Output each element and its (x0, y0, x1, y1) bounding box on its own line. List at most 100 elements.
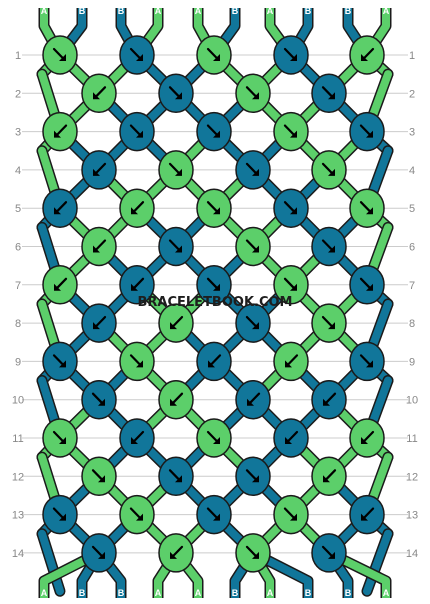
knot-arrowhead-icon (208, 360, 215, 368)
knot-arrowhead-icon (247, 398, 254, 406)
knot-arrowhead-icon (93, 92, 100, 100)
bottom-string-label: B (305, 588, 312, 598)
knot-arrowhead-icon (290, 513, 297, 521)
row-label-left: 1 (15, 50, 21, 62)
row-label-left: 9 (15, 356, 21, 368)
knot-arrowhead-icon (213, 54, 220, 61)
row-label-left: 4 (15, 165, 21, 177)
knot-arrowhead-icon (252, 168, 259, 176)
knot-arrowhead-icon (131, 437, 138, 444)
row-label-left: 2 (15, 88, 21, 100)
top-string-label: B (345, 6, 352, 16)
bottom-string-label: B (232, 588, 239, 598)
row-label-right: 5 (409, 203, 415, 215)
row-label-right: 12 (406, 471, 418, 483)
knot-arrowhead-icon (59, 437, 66, 444)
row-label-right: 7 (409, 280, 415, 292)
knot-arrowhead-icon (323, 398, 330, 406)
bottom-string (251, 549, 312, 598)
bottom-string (40, 549, 101, 598)
knot-arrowhead-icon (93, 168, 100, 176)
knot-arrowhead-icon (290, 130, 297, 138)
knot-arrowhead-icon (361, 513, 368, 521)
knot-arrowhead-icon (131, 283, 138, 291)
row-label-right: 14 (406, 548, 418, 560)
knot-arrowhead-icon (290, 54, 297, 61)
knot-arrowhead-icon (252, 245, 259, 253)
knot-arrowhead-icon (290, 283, 297, 291)
knot-arrowhead-icon (366, 130, 373, 138)
top-string-label: B (118, 6, 125, 16)
knot-arrowhead-icon (175, 475, 182, 483)
row-label-right: 11 (406, 433, 417, 445)
top-string-label: B (79, 6, 86, 16)
knot-arrowhead-icon (98, 551, 105, 559)
watermark: BRACELETBOOK.COM (138, 295, 293, 310)
knot-arrowhead-icon (54, 283, 61, 291)
knot-arrowhead-icon (170, 398, 177, 406)
knot-arrowhead-icon (59, 513, 66, 521)
knot-arrowhead-icon (213, 513, 220, 521)
row-label-left: 10 (12, 395, 24, 407)
top-string-label: A (155, 6, 162, 16)
knot-arrowhead-icon (285, 360, 292, 368)
row-label-left: 13 (12, 510, 24, 522)
knot-arrowhead-icon (213, 207, 220, 215)
bottom-string-label: A (267, 588, 274, 598)
row-label-left: 11 (12, 433, 23, 445)
top-string-label: B (232, 6, 239, 16)
knot-arrowhead-icon (213, 283, 220, 291)
knot-arrowhead-icon (213, 437, 220, 444)
top-string-label: A (195, 6, 202, 16)
knot-arrowhead-icon (54, 207, 61, 215)
knot-arrowhead-icon (328, 245, 335, 253)
row-label-right: 4 (409, 165, 415, 177)
knot-arrowhead-icon (59, 360, 66, 368)
row-label-right: 9 (409, 356, 415, 368)
bottom-string-label: B (118, 588, 125, 598)
knot-arrowhead-icon (170, 551, 177, 559)
knot-arrowhead-icon (175, 92, 182, 100)
knot-arrowhead-icon (366, 360, 373, 368)
knot-arrowhead-icon (213, 130, 220, 138)
knot-arrowhead-icon (285, 437, 292, 444)
knot-arrowhead-icon (366, 283, 373, 291)
bottom-string-label: A (155, 588, 162, 598)
knot-arrowhead-icon (361, 54, 368, 61)
knot-arrowhead-icon (175, 168, 182, 176)
bottom-string (327, 549, 390, 598)
row-label-left: 5 (15, 203, 21, 215)
knot-arrowhead-icon (252, 475, 259, 483)
bottom-string-label: A (195, 588, 202, 598)
row-label-right: 10 (406, 395, 418, 407)
knot-arrowhead-icon (175, 245, 182, 253)
row-label-left: 3 (15, 127, 21, 139)
knot-arrowhead-icon (252, 551, 259, 559)
edge-strand-right (363, 529, 392, 596)
knot-arrowhead-icon (136, 130, 143, 138)
row-label-right: 2 (409, 88, 415, 100)
knot-arrowhead-icon (252, 322, 259, 330)
row-label-left: 14 (12, 548, 24, 560)
bottom-string-label: A (383, 588, 390, 598)
row-label-left: 12 (12, 471, 24, 483)
knot-arrowhead-icon (328, 322, 335, 330)
row-label-left: 7 (15, 280, 21, 292)
knot-arrowhead-icon (98, 398, 105, 406)
knot-arrowhead-icon (170, 322, 177, 330)
row-label-left: 8 (15, 318, 21, 330)
knot-arrowhead-icon (98, 475, 105, 483)
knot-arrowhead-icon (93, 322, 100, 330)
knot-arrowhead-icon (136, 54, 143, 61)
knot-grid (42, 35, 385, 573)
bottom-string-label: A (41, 588, 48, 598)
knot-arrowhead-icon (290, 207, 297, 215)
row-label-right: 6 (409, 242, 415, 254)
knot-arrowhead-icon (328, 92, 335, 100)
top-string-label: A (267, 6, 274, 16)
knot-arrowhead-icon (59, 54, 66, 61)
row-label-right: 8 (409, 318, 415, 330)
